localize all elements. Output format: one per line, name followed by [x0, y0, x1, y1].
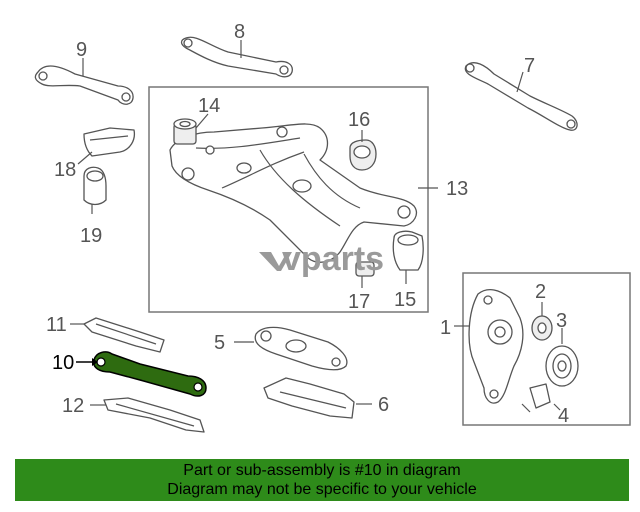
- vparts-logo: vparts: [259, 240, 384, 278]
- part-3-hub-bearing[interactable]: [545, 345, 579, 387]
- callout-12: 12: [62, 395, 84, 417]
- banner-line-1: Part or sub-assembly is #10 in diagram: [183, 462, 461, 479]
- callout-3: 3: [556, 310, 567, 332]
- part-17-bushing[interactable]: [355, 261, 375, 277]
- callout-18: 18: [54, 159, 76, 181]
- parts-diagram: 9 8 7 18 19 13: [34, 21, 631, 433]
- callout-16: 16: [348, 109, 370, 131]
- part-9-control-arm[interactable]: [34, 65, 134, 105]
- knuckle-group-frame: [462, 272, 631, 426]
- banner-line-2: Diagram may not be specific to your vehi…: [167, 481, 477, 498]
- part-10-trailing-arm[interactable]: [92, 351, 207, 397]
- callout-9: 9: [76, 39, 87, 61]
- part-15-mount[interactable]: [392, 230, 424, 271]
- svg-text:vparts: vparts: [282, 240, 384, 278]
- part-5-lower-arm[interactable]: [254, 326, 348, 371]
- part-11-bracket[interactable]: [83, 317, 165, 353]
- callout-17: 17: [348, 291, 370, 313]
- callout-10: 10: [52, 352, 74, 374]
- callout-19: 19: [80, 225, 102, 247]
- part-14-bushing[interactable]: [173, 118, 197, 145]
- callout-5: 5: [214, 332, 225, 354]
- callout-15: 15: [394, 289, 416, 311]
- info-banner: Part or sub-assembly is #10 in diagram D…: [15, 459, 629, 501]
- callout-1: 1: [440, 317, 451, 339]
- part-7-control-arm[interactable]: [464, 62, 578, 131]
- part-2-bushing[interactable]: [531, 315, 553, 341]
- callout-6: 6: [378, 394, 389, 416]
- callout-8: 8: [234, 21, 245, 43]
- callout-7: 7: [524, 55, 535, 77]
- part-8-control-arm[interactable]: [180, 36, 293, 78]
- part-6-shield[interactable]: [263, 377, 355, 419]
- part-18-bracket[interactable]: [83, 127, 136, 157]
- part-13-subframe[interactable]: [169, 123, 418, 263]
- subframe-group-frame: [148, 86, 429, 313]
- part-19-mount[interactable]: [83, 166, 107, 206]
- part-12-bracket[interactable]: [103, 397, 205, 433]
- part-16-bushing[interactable]: [349, 139, 377, 171]
- part-4-cover[interactable]: [521, 383, 551, 413]
- callout-2: 2: [535, 281, 546, 303]
- callout-4: 4: [558, 405, 569, 427]
- callout-14: 14: [198, 95, 220, 117]
- part-1-knuckle[interactable]: [468, 288, 524, 404]
- callout-13: 13: [446, 178, 468, 200]
- callout-11: 11: [46, 314, 67, 336]
